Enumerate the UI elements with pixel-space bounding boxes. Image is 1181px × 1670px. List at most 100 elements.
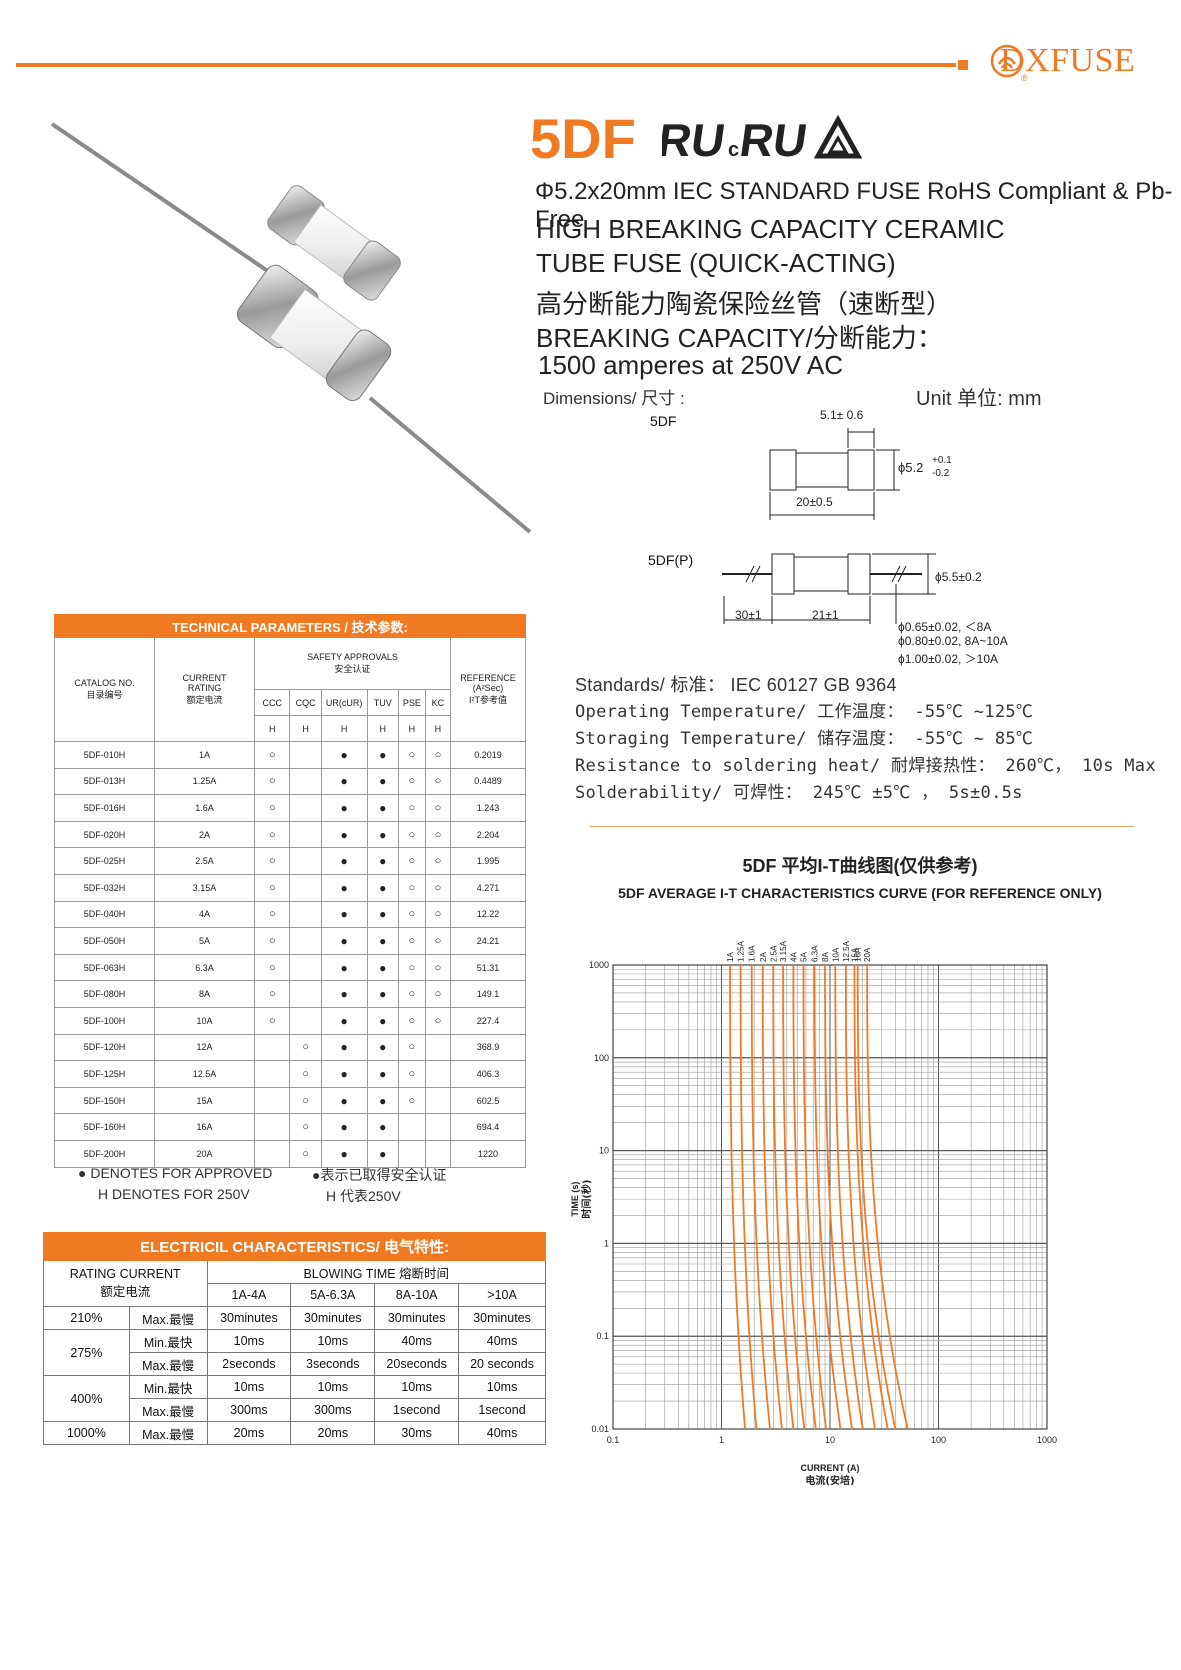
pending-mark: ○ bbox=[424, 900, 451, 929]
spec-operating-temp: Operating Temperature/ 工作温度： -55℃ ~125℃ bbox=[575, 702, 1034, 722]
blow-time: 30minutes bbox=[290, 1306, 376, 1330]
pending-mark: ○ bbox=[424, 873, 451, 902]
blow-time: 30minutes bbox=[458, 1306, 546, 1330]
pending-mark: ○ bbox=[254, 927, 291, 955]
agency-header: PSE bbox=[397, 689, 426, 716]
pending-mark: ○ bbox=[254, 1006, 291, 1035]
i2t-reference: 694.4 bbox=[449, 1113, 527, 1141]
series-label: 3.15A bbox=[779, 940, 788, 962]
pending-mark: ○ bbox=[424, 767, 451, 796]
current-rating: 1.6A bbox=[154, 794, 256, 822]
note-approved: ● DENOTES FOR APPROVED bbox=[78, 1165, 273, 1181]
pending-mark: ○ bbox=[397, 847, 426, 875]
dim2-lead-length: 30±1 bbox=[735, 608, 762, 622]
pending-mark: ○ bbox=[289, 1060, 322, 1088]
col-reference: REFERENCE(A²Sec)I²T参考值 bbox=[449, 637, 527, 742]
y-tick-label: 10 bbox=[599, 1146, 609, 1156]
agency-header: CQC bbox=[289, 689, 322, 716]
i2t-reference: 1.243 bbox=[449, 794, 527, 822]
approved-mark: ● bbox=[366, 873, 399, 902]
approved-mark: ● bbox=[320, 1113, 368, 1141]
x-tick-label: 100 bbox=[931, 1435, 946, 1445]
voltage-mark: H bbox=[254, 715, 291, 742]
fuse-product-photo bbox=[50, 122, 532, 534]
i2t-reference: 1.995 bbox=[449, 847, 527, 875]
catalog-no: 5DF-120H bbox=[53, 1033, 156, 1062]
empty-cell bbox=[289, 900, 322, 929]
approved-mark: ● bbox=[366, 900, 399, 929]
series-curve bbox=[792, 965, 817, 1430]
dim1-length: 20±0.5 bbox=[796, 495, 833, 509]
empty-cell bbox=[289, 953, 322, 982]
agency-header: KC bbox=[424, 689, 451, 716]
series-label: 1A bbox=[726, 952, 735, 962]
blow-time: 40ms bbox=[458, 1329, 546, 1353]
empty-cell bbox=[289, 741, 322, 769]
series-label: 15A bbox=[850, 947, 859, 962]
empty-cell bbox=[424, 1113, 451, 1141]
approved-mark: ● bbox=[366, 741, 399, 769]
approved-mark: ● bbox=[320, 980, 368, 1008]
current-rating: 12A bbox=[154, 1033, 256, 1062]
empty-cell bbox=[424, 1139, 451, 1168]
electrical-characteristics-table: ELECTRICIL CHARACTERISTICS/ 电气特性: RATING… bbox=[43, 1232, 546, 1445]
catalog-no: 5DF-040H bbox=[53, 900, 156, 929]
pending-mark: ○ bbox=[254, 980, 291, 1008]
approved-mark: ● bbox=[320, 767, 368, 796]
current-rating: 2.5A bbox=[154, 847, 256, 875]
top-rule bbox=[16, 63, 956, 67]
i2t-reference: 51.31 bbox=[449, 953, 527, 982]
voltage-mark: H bbox=[320, 715, 368, 742]
limit-type: Min.最快 bbox=[128, 1329, 208, 1353]
series-curve bbox=[802, 965, 827, 1430]
catalog-no: 5DF-200H bbox=[53, 1139, 156, 1168]
empty-cell bbox=[289, 1006, 322, 1035]
pending-mark: ○ bbox=[289, 1139, 322, 1168]
series-curve bbox=[782, 964, 806, 1430]
current-rating: 4A bbox=[154, 900, 256, 929]
dim1-tol-minus: -0.2 bbox=[932, 468, 950, 479]
approved-mark: ● bbox=[320, 1033, 368, 1062]
empty-cell bbox=[424, 1033, 451, 1062]
dim1-drawing bbox=[769, 428, 900, 520]
i2t-reference: 24.21 bbox=[449, 927, 527, 955]
svg-text:c: c bbox=[728, 139, 739, 161]
series-label: 1.25A bbox=[737, 940, 746, 962]
plot-frame bbox=[612, 964, 1048, 1430]
dim2-drawing bbox=[722, 553, 936, 624]
y-axis-label-cn: 时间(秒) bbox=[580, 1180, 593, 1219]
pending-mark: ○ bbox=[289, 1086, 322, 1115]
pending-mark: ○ bbox=[254, 820, 291, 849]
blow-time: 1second bbox=[458, 1398, 546, 1422]
pending-mark: ○ bbox=[424, 794, 451, 822]
dim1-tol-plus: +0.1 bbox=[932, 455, 952, 466]
approved-mark: ● bbox=[320, 927, 368, 955]
catalog-no: 5DF-013H bbox=[53, 767, 156, 796]
dim1-model: 5DF bbox=[650, 413, 677, 429]
series-curve bbox=[844, 965, 876, 1430]
elec-col-blowing: BLOWING TIME 熔断时间 bbox=[206, 1260, 546, 1284]
pending-mark: ○ bbox=[424, 847, 451, 875]
catalog-no: 5DF-160H bbox=[53, 1113, 156, 1141]
dim2-body-length: 21±1 bbox=[812, 608, 839, 622]
catalog-no: 5DF-010H bbox=[53, 741, 156, 769]
approved-mark: ● bbox=[320, 1006, 368, 1035]
series-curve bbox=[853, 964, 889, 1430]
empty-cell bbox=[289, 873, 322, 902]
pending-mark: ○ bbox=[397, 927, 426, 955]
approved-mark: ● bbox=[320, 847, 368, 875]
catalog-no: 5DF-063H bbox=[53, 953, 156, 982]
chart-subtitle: 5DF AVERAGE I-T CHARACTERISTICS CURVE (F… bbox=[618, 885, 1102, 901]
pending-mark: ○ bbox=[254, 900, 291, 929]
i2t-reference: 149.1 bbox=[449, 980, 527, 1008]
pending-mark: ○ bbox=[397, 1086, 426, 1115]
